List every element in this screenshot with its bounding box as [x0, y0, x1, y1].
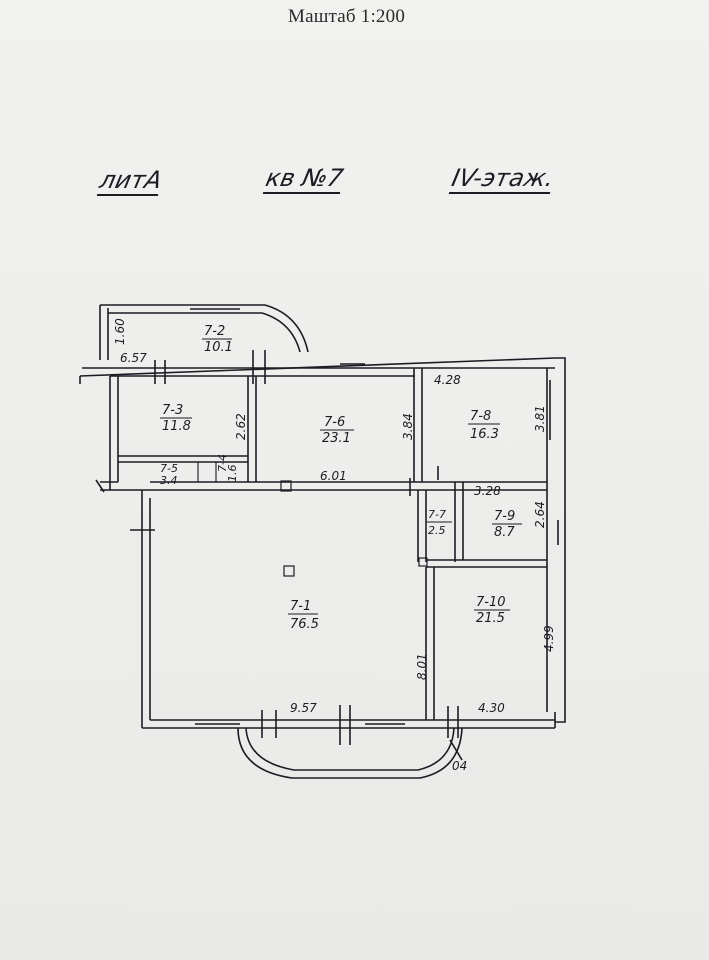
room-7-10-id: 7-10	[476, 595, 506, 610]
scale-title: Маштаб 1:200	[288, 6, 406, 27]
room-7-6-area: 23.1	[322, 431, 351, 446]
room-7-7-area: 2.5	[428, 524, 446, 537]
room-7-1-id: 7-1	[290, 599, 311, 614]
room-7-3-area: 11.8	[162, 419, 191, 434]
room-7-2-area: 10.1	[204, 340, 233, 355]
dim-1-60: 1.60	[113, 318, 127, 345]
dim-4-28: 4.28	[434, 373, 461, 387]
dim-3-81: 3.81	[533, 405, 547, 432]
dim-3-28: 3.28	[474, 484, 501, 498]
window-marks	[95, 308, 559, 761]
dim-2-64: 2.64	[533, 501, 547, 528]
room-7-8-area: 16.3	[470, 427, 499, 442]
room-7-9-id: 7-9	[494, 509, 515, 524]
walls	[79, 304, 566, 779]
dim-9-57: 9.57	[290, 701, 317, 715]
room-7-9-area: 8.7	[494, 525, 515, 540]
dim-2-62: 2.62	[234, 413, 248, 440]
room-7-4-id: 7-4	[216, 454, 229, 472]
room-7-6-id: 7-6	[324, 415, 345, 430]
dim-6-57: 6.57	[120, 351, 147, 365]
room-7-7-id: 7-7	[428, 508, 446, 521]
dim-3-84: 3.84	[401, 413, 415, 440]
room-7-10-area: 21.5	[476, 611, 505, 626]
dim-4-99: 4.99	[542, 625, 556, 652]
room-7-2-id: 7-2	[204, 324, 225, 339]
room-labels: 7-2 10.1 7-3 11.8 7-5 3.4 7-4 1.6 7-6 23…	[160, 324, 522, 632]
dim-04: 04	[452, 759, 467, 773]
room-7-4-area: 1.6	[226, 465, 239, 483]
dim-8-01: 8.01	[415, 653, 429, 680]
dim-6-01: 6.01	[320, 469, 347, 483]
room-7-8-id: 7-8	[470, 409, 491, 424]
room-7-5-area: 3.4	[160, 474, 178, 487]
room-7-3-id: 7-3	[162, 403, 183, 418]
room-7-1-area: 76.5	[290, 617, 319, 632]
dim-4-30: 4.30	[478, 701, 505, 715]
dimension-labels: 1.60 6.57 2.62 3.84 4.28 3.81 6.01 3.28 …	[113, 318, 556, 773]
room-7-5-id: 7-5	[160, 462, 178, 475]
